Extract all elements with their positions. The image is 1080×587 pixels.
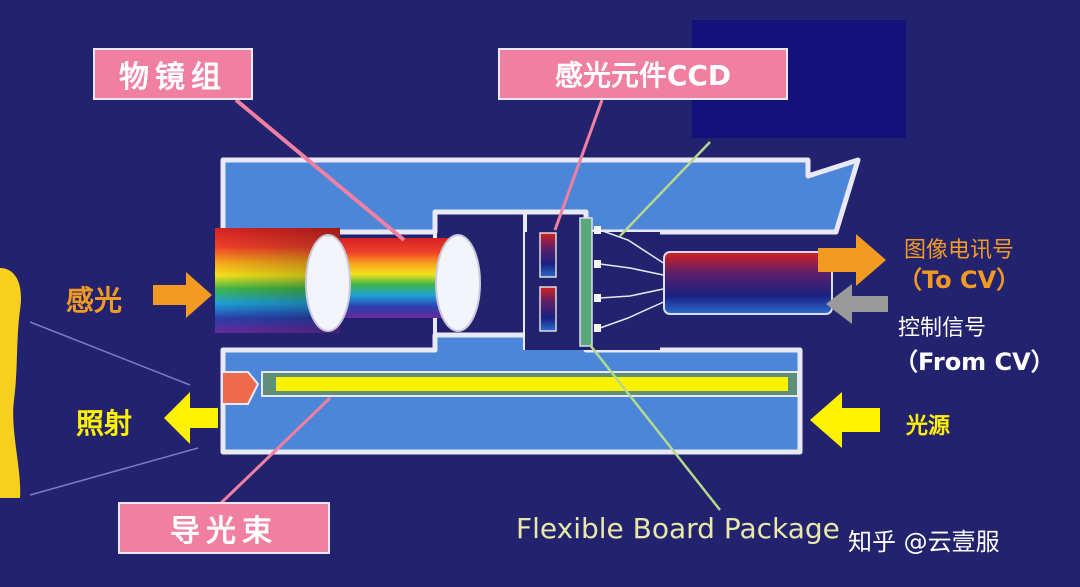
label-to-cv: （To CV） xyxy=(898,266,1021,294)
pointer-flexible-board xyxy=(589,344,721,511)
view-cone-line xyxy=(29,321,191,386)
light-guide-core xyxy=(276,377,788,391)
pointer-objective xyxy=(234,98,406,242)
label-from-cv: （From CV） xyxy=(894,348,1055,376)
watermark: 知乎 @云壹服 xyxy=(848,528,1000,556)
arrow-right-icon xyxy=(818,234,886,286)
label-illumination: 照射 xyxy=(76,407,133,440)
label-light-source: 光源 xyxy=(906,414,951,439)
label-ccd: 感光元件CCD xyxy=(498,48,788,100)
ccd-pixel-top xyxy=(539,232,557,278)
arrow-right-icon xyxy=(153,272,212,318)
arrow-left-icon xyxy=(826,284,888,324)
pointer-ccd-wire xyxy=(619,141,711,237)
lens-1 xyxy=(305,234,351,332)
ccd-wires xyxy=(599,229,669,329)
light-guide-tip xyxy=(221,371,260,405)
lens-2 xyxy=(435,234,481,332)
signal-cable xyxy=(663,251,833,315)
arrow-left-icon xyxy=(810,392,880,448)
pointer-light-guide xyxy=(218,396,332,506)
tissue-shape xyxy=(0,268,22,498)
label-sensing: 感光 xyxy=(66,284,123,317)
ccd-sensor-board xyxy=(579,217,593,347)
ccd-pins xyxy=(594,226,601,332)
pointer-ccd xyxy=(553,99,604,231)
label-image-signal: 图像电讯号 xyxy=(904,238,1015,263)
arrow-left-icon xyxy=(164,392,218,444)
label-control-signal: 控制信号 xyxy=(898,316,987,341)
ccd-pixel-bottom xyxy=(539,286,557,332)
view-cone-line xyxy=(29,447,199,496)
label-objective-lens: 物镜组 xyxy=(93,48,253,100)
label-flexible-board: Flexible Board Package xyxy=(516,512,840,545)
label-light-guide: 导光束 xyxy=(118,502,330,554)
